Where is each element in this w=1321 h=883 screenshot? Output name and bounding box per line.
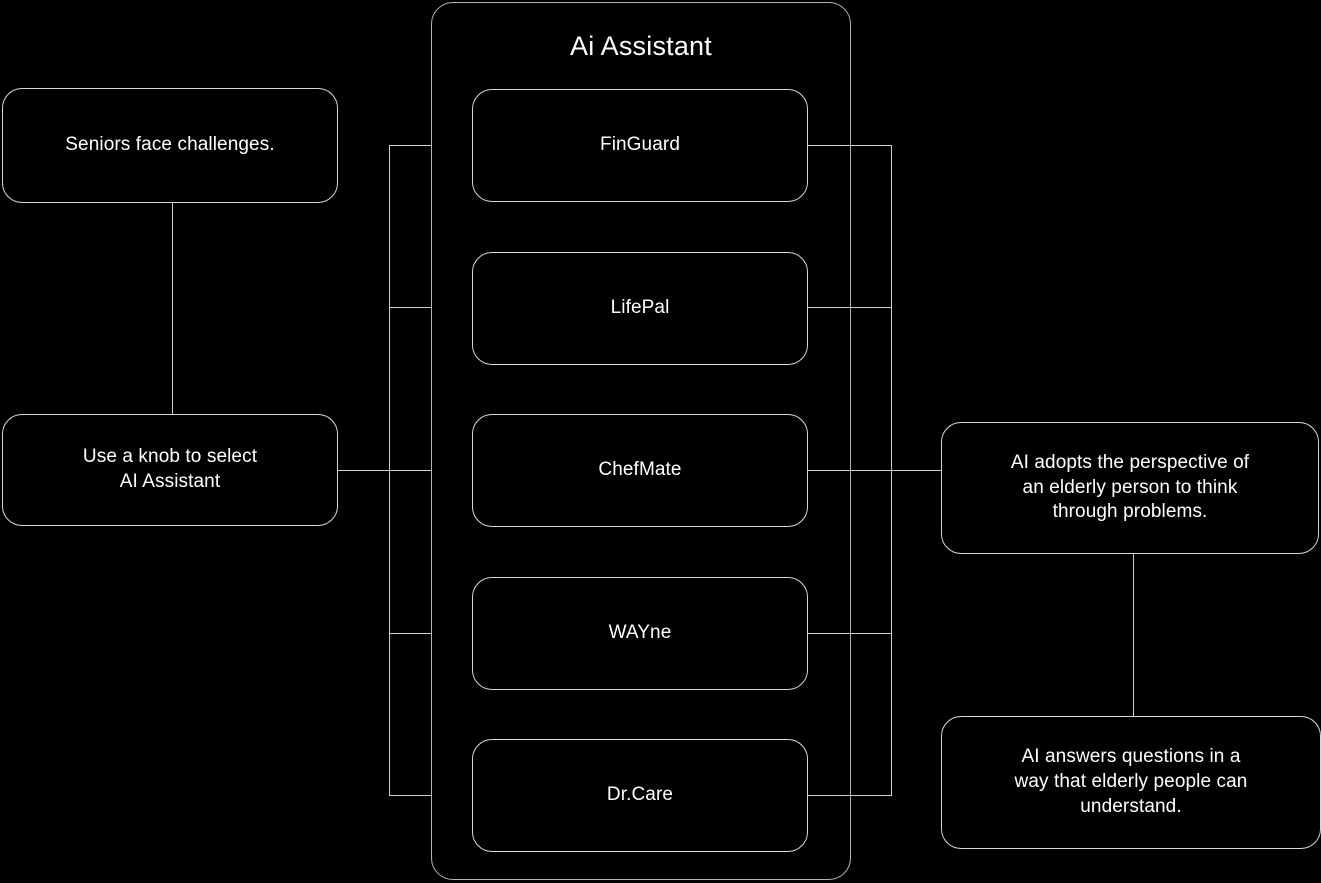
node-label: AI adopts the perspective of an elderly … bbox=[1010, 451, 1250, 523]
node-lifepal[interactable]: LifePal bbox=[472, 252, 808, 365]
node-label: ChefMate bbox=[598, 459, 682, 481]
node-seniors-face-challenges[interactable]: Seniors face challenges. bbox=[2, 88, 338, 203]
node-label: Seniors face challenges. bbox=[65, 134, 275, 156]
node-finguard[interactable]: FinGuard bbox=[472, 89, 808, 202]
node-label: Use a knob to select AI Assistant bbox=[82, 446, 258, 492]
node-ai-answers-questions[interactable]: AI answers questions in a way that elder… bbox=[941, 716, 1321, 849]
edge-right-stub-finguard bbox=[807, 145, 892, 146]
edge-problem-to-action bbox=[172, 203, 173, 415]
node-label: Dr.Care bbox=[606, 784, 674, 806]
edge-action-to-left-trunk bbox=[338, 470, 390, 471]
node-ai-adopts-perspective[interactable]: AI adopts the perspective of an elderly … bbox=[941, 422, 1319, 554]
node-label: AI answers questions in a way that elder… bbox=[1014, 746, 1248, 817]
node-drcare[interactable]: Dr.Care bbox=[472, 739, 808, 852]
node-label: LifePal bbox=[610, 297, 670, 319]
node-chefmate[interactable]: ChefMate bbox=[472, 414, 808, 527]
edge-right-stub-lifepal bbox=[807, 307, 892, 308]
edge-right-stub-drcare bbox=[807, 795, 892, 796]
edge-outcome-primary-to-secondary bbox=[1133, 554, 1134, 716]
node-label: WAYne bbox=[608, 622, 672, 644]
node-label: FinGuard bbox=[599, 134, 680, 156]
edge-right-trunk-to-outcome bbox=[891, 470, 942, 471]
node-wayne[interactable]: WAYne bbox=[472, 577, 808, 690]
edge-right-stub-chefmate bbox=[807, 470, 892, 471]
edge-right-stub-wayne bbox=[807, 633, 892, 634]
node-use-a-knob-to-select-ai-assistant[interactable]: Use a knob to select AI Assistant bbox=[2, 414, 338, 526]
group-title: Ai Assistant bbox=[570, 31, 712, 61]
